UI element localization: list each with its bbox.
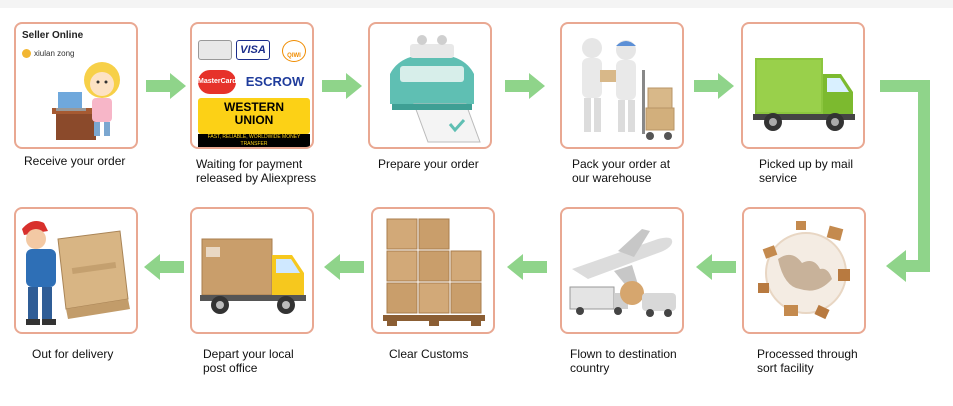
top-border — [0, 0, 953, 8]
arrow-right-icon — [322, 73, 362, 99]
label-picked-up: Picked up by mail service — [759, 157, 854, 185]
arrow-right-icon — [146, 73, 186, 99]
seller-avatar-icon — [22, 49, 31, 58]
escrow-logo: ESCROW — [245, 74, 305, 89]
arrow-left-icon — [324, 254, 364, 280]
western-union-tagline: FAST, RELIABLE, WORLDWIDE MONEY TRANSFER — [198, 134, 310, 147]
card-pack-order — [560, 22, 684, 149]
label-out-for-delivery: Out for delivery — [32, 347, 114, 361]
seller-online-title: Seller Online — [22, 30, 84, 41]
label-sort-facility: Processed through sort facility — [757, 347, 858, 375]
airplane-cargo-icon — [569, 229, 676, 317]
credit-card-icon — [198, 40, 232, 60]
visa-logo: VISA — [236, 40, 270, 60]
seller-girl-laptop-icon — [52, 62, 120, 140]
card-clear-customs — [371, 207, 495, 334]
arrow-left-icon — [144, 254, 184, 280]
qiwi-logo: QIWI — [282, 40, 306, 62]
card-out-for-delivery — [14, 207, 138, 334]
western-union-logo: WESTERN UNION — [198, 98, 310, 134]
courier-carrying-box-icon — [22, 221, 130, 325]
card-prepare-order — [368, 22, 492, 149]
globe-packages-icon — [758, 221, 850, 320]
label-pack-order: Pack your order at our warehouse — [572, 157, 671, 185]
label-printer-icon — [390, 35, 481, 143]
label-payment: Waiting for payment released by Aliexpre… — [196, 157, 317, 185]
card-picked-up — [741, 22, 865, 149]
mastercard-logo: MasterCard — [198, 70, 237, 94]
card-payment: VISA QIWI MasterCard ESCROW WESTERN UNIO… — [190, 22, 314, 149]
seller-name: xiulan zong — [34, 49, 75, 58]
label-prepare-order: Prepare your order — [378, 157, 479, 171]
card-depart-post-office — [190, 207, 314, 334]
label-depart-post-office: Depart your local post office — [203, 347, 294, 375]
mail-truck-icon — [753, 58, 855, 131]
pallet-boxes-icon — [383, 218, 485, 326]
arrow-turn-down-icon — [880, 80, 930, 282]
delivery-truck-icon — [200, 238, 306, 314]
label-flown: Flown to destination country — [570, 347, 677, 375]
label-clear-customs: Clear Customs — [389, 347, 469, 361]
warehouse-workers-icon — [582, 38, 675, 140]
card-receive-order: Seller Online xiulan zong — [14, 22, 138, 149]
arrow-right-icon — [694, 73, 734, 99]
arrow-left-icon — [507, 254, 547, 280]
label-receive-order: Receive your order — [24, 154, 126, 168]
card-sort-facility — [742, 207, 866, 334]
arrow-right-icon — [505, 73, 545, 99]
arrow-left-icon — [696, 254, 736, 280]
card-flown — [560, 207, 684, 334]
